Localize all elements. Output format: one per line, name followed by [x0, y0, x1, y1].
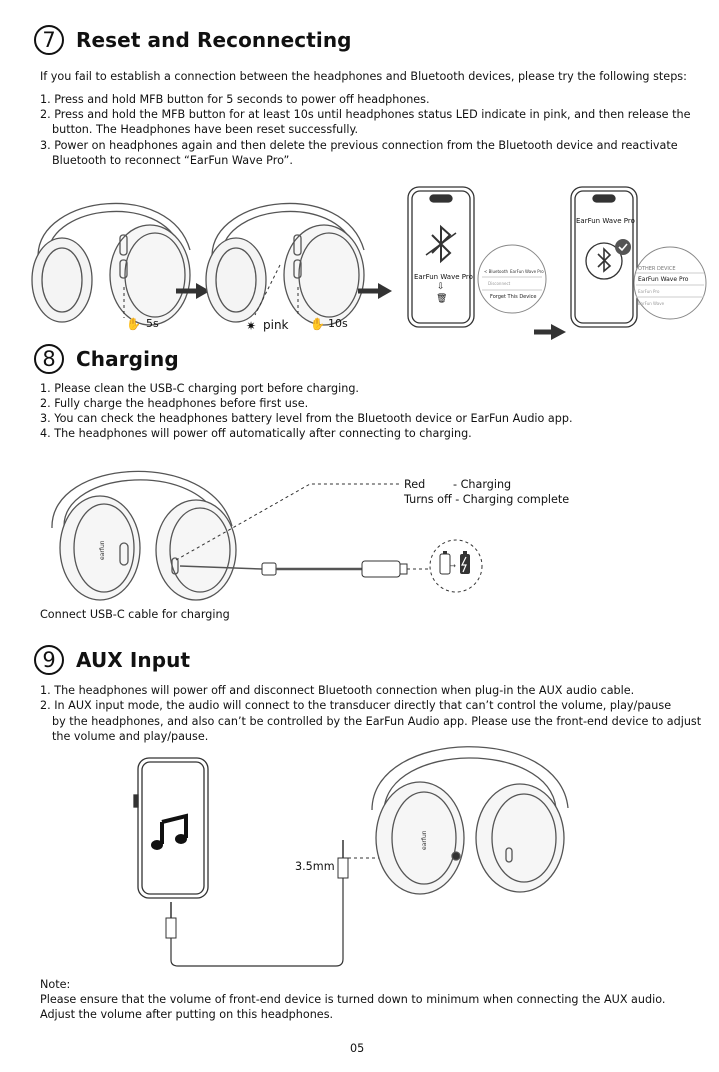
svg-text:OTHER DEVICE: OTHER DEVICE [638, 266, 676, 272]
brand-logo: earfun [99, 540, 106, 560]
bluetooth-settings-popup: < Bluetooth EarFun Wave Pro Disconnect F… [477, 244, 547, 314]
led-status-label: Turns off - Charging complete [404, 493, 570, 506]
step-text: 2. Fully charge the headphones before fi… [40, 397, 309, 410]
jack-size-label: 3.5mm [295, 860, 335, 873]
svg-text:✋: ✋ [126, 317, 141, 331]
step-text: 3. Power on headphones again and then de… [40, 139, 678, 152]
phone-device-label: EarFun Wave Pro [576, 217, 635, 225]
note-text: Adjust the volume after putting on this … [40, 1008, 334, 1021]
figure-caption: Connect USB-C cable for charging [40, 608, 230, 621]
section-7-heading: 7 Reset and Reconnecting [34, 25, 352, 55]
svg-text:EarFun Pro: EarFun Pro [638, 289, 660, 294]
section-title: Charging [76, 347, 179, 371]
phone-illustration [407, 186, 475, 328]
note-heading: Note: [40, 978, 71, 991]
aux-figure: earfun [133, 746, 569, 967]
svg-text:< Bluetooth: < Bluetooth [484, 269, 509, 274]
phone-device-label: EarFun Wave Pro [414, 273, 473, 281]
step-text: button. The Headphones have been reset s… [52, 123, 359, 136]
svg-text:✋: ✋ [310, 317, 325, 331]
headphones-illustration [371, 746, 569, 895]
device-list-item: EarFun Wave Pro [638, 276, 689, 283]
step-text: 4. The headphones will power off automat… [40, 427, 472, 440]
section-title: AUX Input [76, 648, 191, 672]
step-text: Bluetooth to reconnect “EarFun Wave Pro”… [52, 154, 293, 167]
intro-text: If you fail to establish a connection be… [40, 70, 687, 83]
reset-figure: ✋ 5s ✷ pink ✋ 10s EarFun Wave Pro ⇩ 🗑 < … [31, 186, 707, 340]
step-text: 1. Please clean the USB-C charging port … [40, 382, 359, 395]
step-text: 1. Press and hold MFB button for 5 secon… [40, 93, 430, 106]
brand-logo: earfun [421, 830, 428, 850]
svg-text:Disconnect: Disconnect [488, 281, 511, 286]
charging-figure: earfun → [51, 470, 483, 601]
section-number-badge: 9 [34, 645, 64, 675]
section-9-heading: 9 AUX Input [34, 645, 190, 675]
section-title: Reset and Reconnecting [76, 28, 352, 52]
svg-text:⇩: ⇩ [437, 282, 445, 292]
section-number-badge: 8 [34, 344, 64, 374]
svg-text:EarFun Wave: EarFun Wave [638, 301, 665, 306]
phone-illustration [570, 186, 638, 328]
note-text: Please ensure that the volume of front-e… [40, 993, 666, 1006]
step-text: 2. Press and hold the MFB button for at … [40, 108, 691, 121]
page-number: 05 [350, 1042, 365, 1055]
press-duration-label: 5s [146, 317, 159, 330]
led-status-label: Red [404, 478, 426, 491]
step-text: 1. The headphones will power off and dis… [40, 684, 635, 697]
headphones-illustration [31, 202, 191, 326]
step-text: 3. You can check the headphones battery … [40, 412, 573, 425]
headphones-illustration [205, 202, 365, 326]
press-duration-label: 10s [328, 317, 348, 330]
section-number-badge: 7 [34, 25, 64, 55]
step-text: 2. In AUX input mode, the audio will con… [40, 699, 672, 712]
led-pink-label: pink [263, 318, 289, 332]
section-8-heading: 8 Charging [34, 344, 179, 374]
step-text: the volume and play/pause. [52, 730, 209, 743]
step-text: by the headphones, and also can’t be con… [52, 715, 702, 728]
svg-text:🗑: 🗑 [436, 293, 447, 304]
forget-device-label: Forget This Device [490, 294, 536, 300]
svg-text:EarFun Wave Pro: EarFun Wave Pro [510, 269, 544, 274]
led-status-desc: - Charging [453, 478, 512, 491]
device-list-popup: OTHER DEVICE EarFun Wave Pro EarFun Pro … [633, 246, 707, 320]
svg-text:→: → [450, 562, 456, 570]
headphones-illustration [51, 470, 237, 601]
music-note-icon [151, 813, 188, 850]
phone-illustration [133, 757, 209, 899]
svg-text:✷: ✷ [246, 319, 256, 333]
